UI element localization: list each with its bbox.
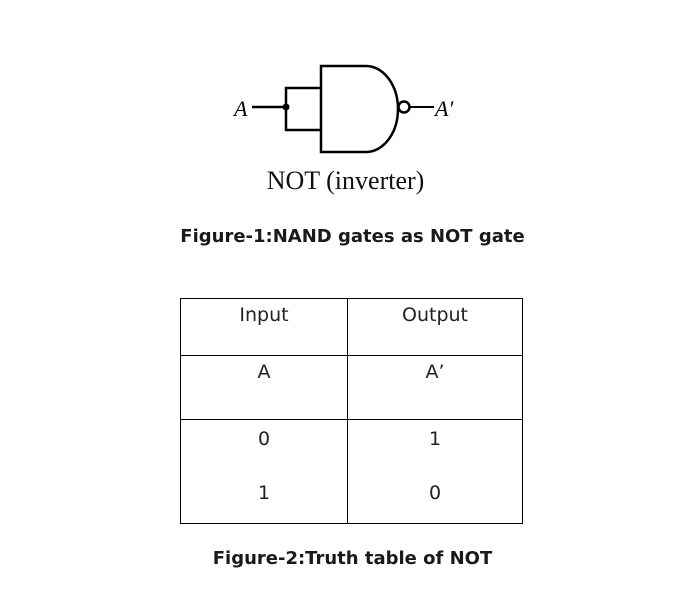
- table-row: 0 1: [180, 419, 523, 477]
- figure-1-caption: Figure-1:NAND gates as NOT gate: [180, 226, 525, 247]
- table-row: A A’: [180, 355, 523, 420]
- variable-input: A: [180, 355, 348, 420]
- table-row: 1 0: [180, 476, 523, 524]
- header-input: Input: [180, 298, 348, 356]
- gate-caption: NOT (inverter): [266, 166, 425, 195]
- table-cell: 1: [347, 419, 523, 477]
- truth-table: Input Output A A’ 0 1 1 0: [180, 298, 523, 524]
- gate-input-label: A: [232, 96, 248, 121]
- header-output: Output: [347, 298, 523, 356]
- gate-output-label: A′: [433, 96, 454, 121]
- table-cell: 0: [347, 476, 523, 524]
- nand-not-gate-diagram: A A′: [232, 64, 454, 154]
- figure-2-caption: Figure-2:Truth table of NOT: [212, 548, 493, 569]
- variable-output: A’: [347, 355, 523, 420]
- table-cell: 0: [180, 419, 348, 477]
- inversion-bubble: [397, 100, 411, 114]
- nand-gate-body: [319, 64, 400, 154]
- table-cell: 1: [180, 476, 348, 524]
- table-header-row: Input Output: [180, 298, 523, 356]
- tied-inputs-wires: [284, 86, 321, 132]
